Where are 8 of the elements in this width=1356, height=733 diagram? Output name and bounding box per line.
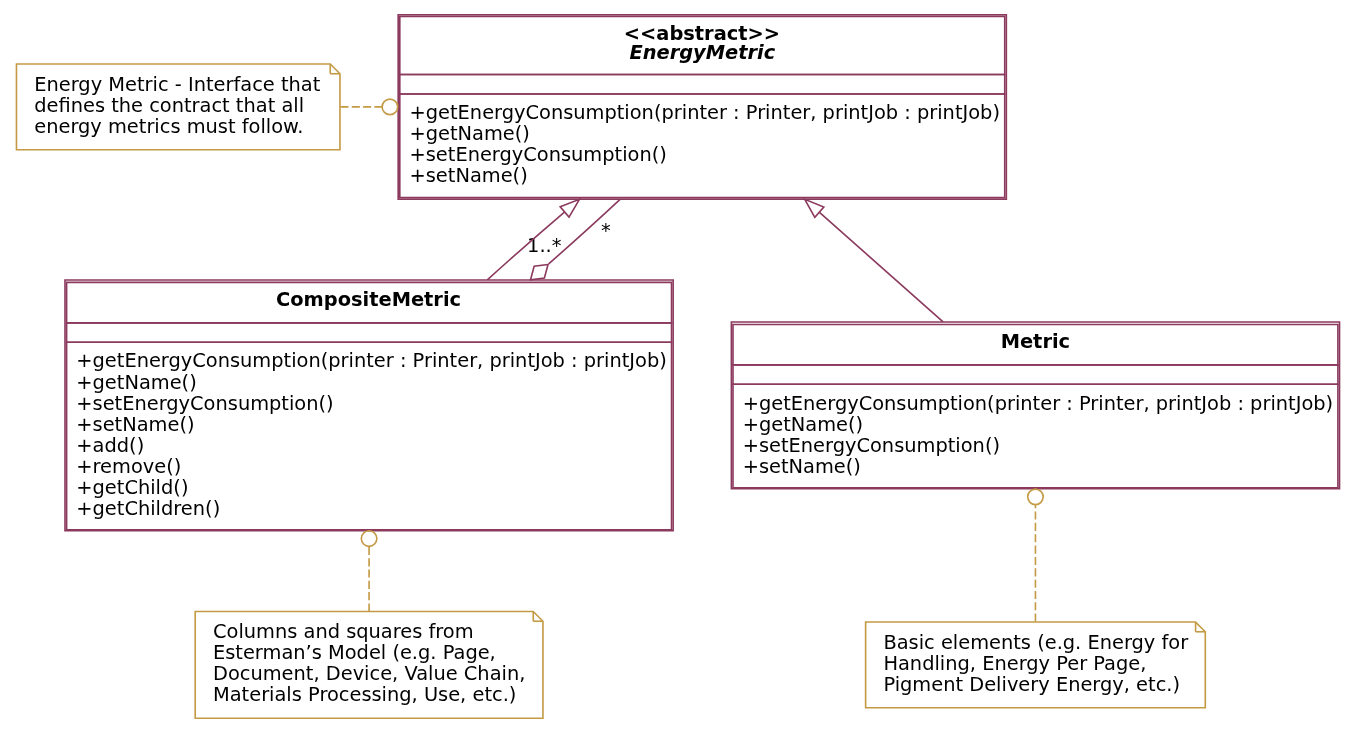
arrow	[802, 197, 944, 323]
label: *	[601, 219, 611, 243]
connector	[360, 530, 378, 613]
connector	[339, 98, 399, 116]
connector	[529, 198, 621, 281]
arrow	[486, 197, 582, 281]
connector	[1026, 488, 1045, 623]
label: 1..*	[527, 234, 562, 258]
